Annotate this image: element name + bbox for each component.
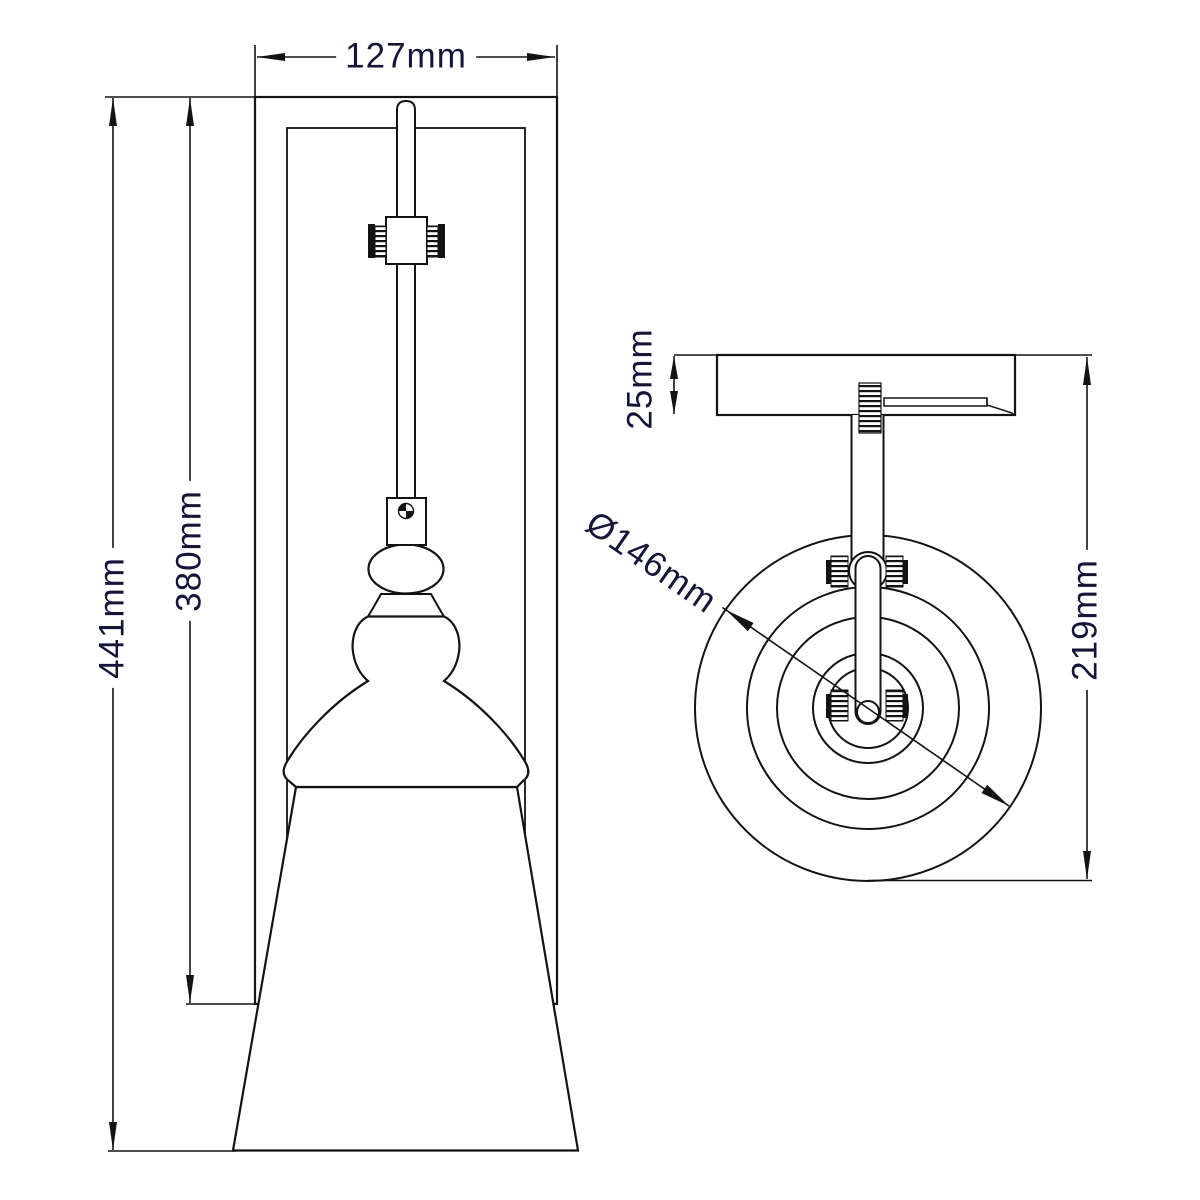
dim-diameter-146 — [702, 593, 1010, 807]
arrowhead-right-icon — [527, 53, 555, 61]
shade-dome — [282, 615, 530, 789]
dim-label-backplate-height: 380mm — [170, 481, 209, 621]
arrowhead-up-icon — [670, 356, 678, 379]
arrowhead-up-icon — [109, 98, 117, 126]
dim-label-depth: 25mm — [621, 319, 660, 439]
plate-thumbscrew-icon — [858, 382, 882, 434]
glass-neck — [366, 593, 446, 618]
arrowhead-down-icon — [1083, 851, 1091, 879]
thumbscrew-left-icon — [368, 224, 387, 258]
dim-label-overall-height: 441mm — [93, 548, 132, 688]
extension-lines — [105, 45, 1092, 1152]
arrowhead-down-icon — [670, 391, 678, 414]
shade-cone — [231, 785, 580, 1152]
arrowhead-downright-icon — [981, 784, 1009, 806]
center-thumbscrew-left-icon — [826, 689, 849, 722]
center-thumbscrew-right-icon — [885, 689, 908, 722]
pivot-thumbscrew-left-icon — [826, 555, 849, 588]
dim-depth-25 — [670, 356, 678, 414]
arrowhead-upleft-icon — [726, 610, 754, 632]
socket-screw-icon — [397, 502, 415, 520]
mounting-bracket — [883, 397, 1015, 416]
thumbscrew-right-icon — [426, 224, 445, 258]
arrowhead-up-icon — [1083, 357, 1091, 385]
stem-rod — [396, 99, 416, 498]
arrowhead-up-icon — [186, 98, 194, 126]
glass-bead — [367, 543, 445, 595]
support-arm — [850, 415, 885, 565]
dim-label-width: 127mm — [336, 38, 476, 76]
side-view — [694, 353, 1042, 882]
lamp-socket — [386, 497, 427, 546]
front-view — [231, 95, 580, 1152]
arrowhead-down-icon — [186, 975, 194, 1003]
adjustment-clamp — [368, 216, 445, 265]
pivot-link — [854, 555, 882, 725]
arrowhead-left-icon — [257, 53, 285, 61]
dimensions — [105, 45, 1092, 1152]
pivot-thumbscrew-right-icon — [885, 555, 908, 588]
dim-label-side-height: 219mm — [1066, 550, 1105, 690]
arrowhead-down-icon — [109, 1122, 117, 1150]
